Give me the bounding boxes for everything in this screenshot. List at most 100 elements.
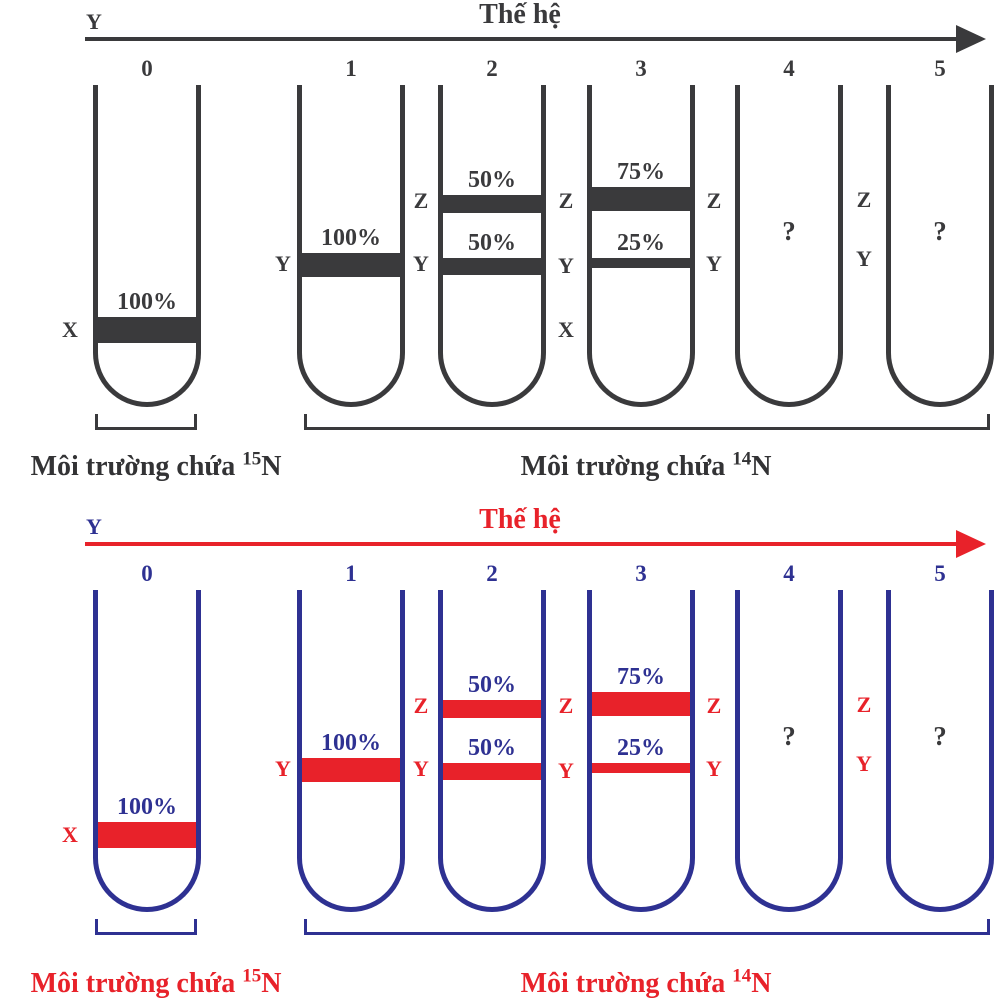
generation-number-1: 1 [345, 56, 357, 81]
band-percent-label: 25% [617, 230, 665, 256]
environment-text: Môi trường chứa [520, 968, 733, 999]
environment-label-n14: Môi trường chứa 14N [490, 965, 802, 1000]
band-percent-label: 100% [117, 289, 177, 315]
isotope-superscript: 15 [242, 448, 262, 470]
dna-band-x [98, 822, 196, 848]
band-position-letter-z: Z [558, 693, 574, 718]
generation-number-4: 4 [783, 561, 795, 586]
band-percent-label: 50% [468, 672, 516, 698]
isotope-superscript: 14 [732, 965, 752, 987]
dna-band-z [592, 692, 690, 716]
band-position-letter-y: Y [275, 251, 291, 276]
generation-number-5: 5 [934, 561, 946, 586]
band-position-letter-y: Y [706, 756, 722, 781]
band-position-letter-x: X [62, 317, 78, 342]
generation-number-1: 1 [345, 561, 357, 586]
environment-label-n15: Môi trường chứa 15N [0, 448, 312, 483]
generation-axis-line [85, 37, 962, 41]
unknown-question-mark: ? [933, 216, 947, 246]
section-colored: Y Thế hệ 0 1 2 3 4 5 100% 100% 50% 50% 7… [0, 504, 999, 1004]
generation-axis-line [85, 542, 962, 546]
band-position-letter-x: X [62, 822, 78, 847]
band-percent-label: 50% [468, 230, 516, 256]
environment-text: Môi trường chứa [30, 451, 243, 482]
band-position-letter-z: Z [413, 693, 429, 718]
band-position-letter-z: Z [706, 693, 722, 718]
dna-band-x [98, 317, 196, 343]
generation-axis-title: Thế hệ [479, 0, 561, 30]
band-position-letter-y: Y [706, 251, 722, 276]
isotope-symbol: N [751, 451, 772, 482]
bracket-n14 [304, 414, 990, 430]
test-tube-4 [735, 85, 843, 407]
test-tube-1: 100% [297, 590, 405, 912]
band-position-letter-y: Y [275, 756, 291, 781]
generation-axis-title: Thế hệ [479, 504, 561, 535]
test-tube-0: 100% [93, 85, 201, 407]
bracket-n14 [304, 919, 990, 935]
unknown-question-mark: ? [933, 721, 947, 751]
band-percent-label: 100% [117, 794, 177, 820]
isotope-symbol: N [261, 968, 282, 999]
dna-band-y [592, 763, 690, 773]
generation-number-3: 3 [635, 56, 647, 81]
generation-number-2: 2 [486, 561, 498, 586]
test-tube-4 [735, 590, 843, 912]
section-monochrome: Y Thế hệ 0 1 2 3 4 5 100% 100% 50% 50% 7… [0, 0, 994, 483]
arrow-right-icon [956, 530, 986, 558]
generation-number-0: 0 [141, 56, 153, 81]
band-percent-label: 100% [321, 730, 381, 756]
band-position-letter-y: Y [413, 251, 429, 276]
dna-band-y [302, 253, 400, 277]
band-position-letter-z: Z [856, 692, 872, 717]
test-tube-0: 100% [93, 590, 201, 912]
band-percent-label: 25% [617, 735, 665, 761]
dna-band-y [443, 763, 541, 780]
band-position-letter-y: Y [413, 756, 429, 781]
axis-origin-label: Y [86, 9, 102, 34]
environment-label-n14: Môi trường chứa 14N [490, 448, 802, 483]
dna-band-z [592, 187, 690, 211]
dna-band-y [302, 758, 400, 782]
generation-number-3: 3 [635, 561, 647, 586]
test-tube-5 [886, 590, 994, 912]
axis-origin-label: Y [86, 514, 102, 539]
generation-number-4: 4 [783, 56, 795, 81]
isotope-superscript: 14 [732, 448, 752, 470]
test-tube-5 [886, 85, 994, 407]
band-percent-label: 100% [321, 225, 381, 251]
band-position-letter-z: Z [706, 188, 722, 213]
generation-number-2: 2 [486, 56, 498, 81]
arrow-right-icon [956, 25, 986, 53]
band-position-letter-y: Y [558, 758, 574, 783]
dna-band-y [443, 258, 541, 275]
unknown-question-mark: ? [782, 721, 796, 751]
bracket-n15 [95, 919, 197, 935]
bracket-n15 [95, 414, 197, 430]
dna-band-z [443, 195, 541, 213]
test-tube-1: 100% [297, 85, 405, 407]
band-position-letter-y: Y [856, 751, 872, 776]
test-tube-3: 75% 25% [587, 590, 695, 912]
unknown-question-mark: ? [782, 216, 796, 246]
band-position-letter-y: Y [856, 246, 872, 271]
band-position-letter-y: Y [558, 253, 574, 278]
test-tube-2: 50% 50% [438, 590, 546, 912]
environment-label-n15: Môi trường chứa 15N [0, 967, 312, 1000]
band-position-letter-z: Z [413, 188, 429, 213]
generation-number-5: 5 [934, 56, 946, 81]
band-position-letter-x: X [558, 317, 574, 342]
environment-text: Môi trường chứa [30, 968, 243, 999]
band-position-letter-z: Z [558, 188, 574, 213]
test-tube-2: 50% 50% [438, 85, 546, 407]
band-percent-label: 50% [468, 735, 516, 761]
band-position-letter-z: Z [856, 187, 872, 212]
dna-band-y [592, 258, 690, 268]
band-percent-label: 50% [468, 167, 516, 193]
isotope-symbol: N [261, 451, 282, 482]
band-percent-label: 75% [617, 159, 665, 185]
environment-text: Môi trường chứa [520, 451, 733, 482]
generation-number-0: 0 [141, 561, 153, 586]
dna-band-z [443, 700, 541, 718]
